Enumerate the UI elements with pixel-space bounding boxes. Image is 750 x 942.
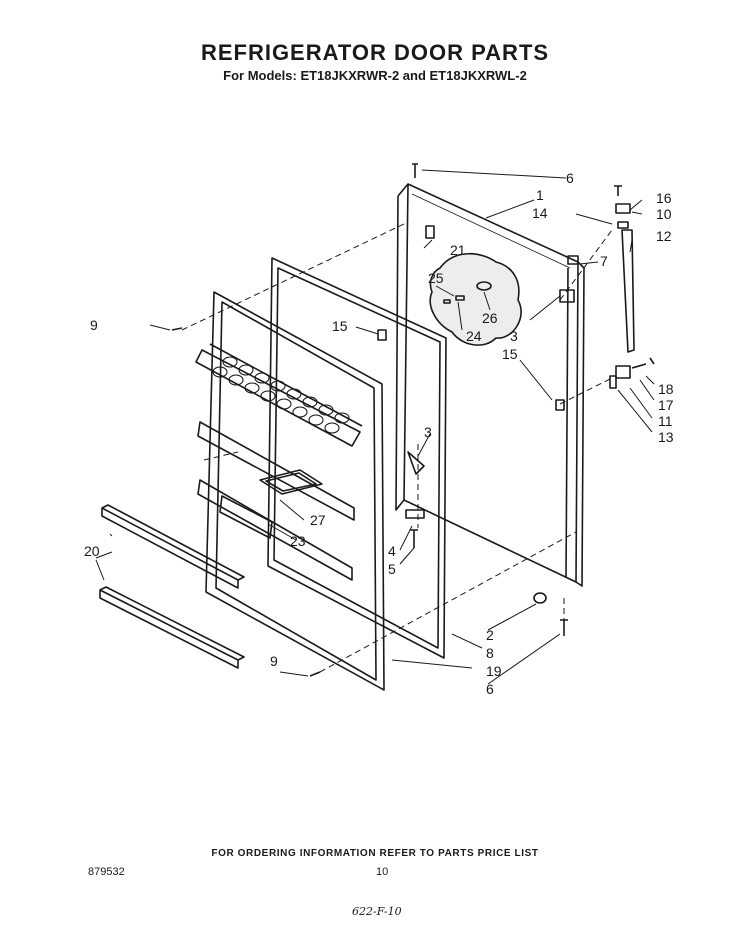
callout-19: 19: [486, 663, 502, 679]
callout-27: 27: [310, 512, 326, 528]
callout-14: 14: [532, 205, 548, 221]
callout-11: 11: [658, 413, 673, 429]
callout-18: 18: [658, 381, 674, 397]
callout-25: 25: [428, 270, 444, 286]
callout-1: 1: [536, 187, 544, 203]
page-number: 10: [376, 866, 389, 878]
outer-door-panel: [395, 183, 585, 587]
inner-door-liner: [195, 291, 385, 691]
callout-12: 12: [656, 228, 672, 244]
callout-26: 26: [482, 310, 498, 326]
leader-lines: [95, 169, 655, 685]
handwritten-note: 622-F-10: [352, 905, 402, 918]
assembly-guide-lines: [181, 221, 613, 673]
callout-17: 17: [658, 397, 674, 413]
model-subtitle: For Models: ET18JKXRWR-2 and ET18JKXRWL-…: [223, 68, 527, 83]
insulation-patch: [429, 253, 522, 346]
hinge-hardware: [171, 163, 655, 677]
callout-23: 23: [290, 533, 306, 549]
part-code: 879532: [88, 866, 125, 878]
callout-5: 5: [388, 561, 396, 577]
callout-labels: 1 6 16 14 10 12 21 7 25 26 24 9 15 3 15 …: [84, 170, 674, 697]
callout-9-top: 9: [90, 317, 98, 333]
callout-8: 8: [486, 645, 494, 661]
page-title: REFRIGERATOR DOOR PARTS: [200, 40, 550, 65]
callout-7: 7: [600, 253, 608, 269]
callout-6-top: 6: [566, 170, 574, 186]
callout-24: 24: [466, 328, 482, 344]
callout-9-bottom: 9: [270, 653, 278, 669]
callout-3-mid: 3: [424, 424, 432, 440]
callout-15-left: 15: [332, 318, 348, 334]
callout-3-top: 3: [510, 328, 518, 344]
callout-15-right: 15: [502, 346, 518, 362]
callout-10: 10: [656, 206, 672, 222]
door-rails: [99, 504, 245, 669]
callout-13: 13: [658, 429, 674, 445]
callout-16: 16: [656, 190, 672, 206]
door-gasket: [267, 257, 447, 659]
callout-2: 2: [486, 627, 494, 643]
callout-4: 4: [388, 543, 396, 559]
callout-6-bottom: 6: [486, 681, 494, 697]
callout-20: 20: [84, 543, 100, 559]
callout-21: 21: [450, 242, 466, 258]
ordering-note: FOR ORDERING INFORMATION REFER TO PARTS …: [211, 848, 539, 859]
